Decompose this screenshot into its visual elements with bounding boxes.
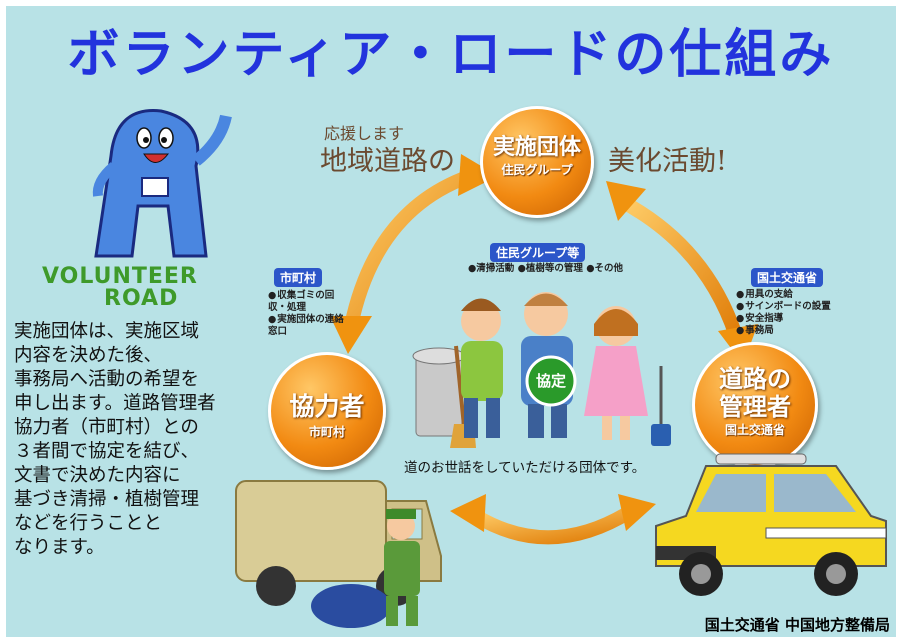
municipality-item: 実施団体の連絡窓口 xyxy=(268,314,348,338)
description-line: などを行うことと xyxy=(14,513,163,534)
caption: 道のお世話をしていただける団体です。 xyxy=(404,460,646,476)
residents-illustration xyxy=(412,292,671,448)
mlit-item: 用具の支給 xyxy=(736,289,831,301)
description-line: なります。 xyxy=(14,537,105,558)
arrowhead-top-left-a xyxy=(458,154,498,196)
activities-text: ●清掃活動 ●植樹等の管理 ●その他 xyxy=(468,263,623,274)
arrow-top-left xyxy=(344,167,479,328)
description-line: 文書で決めた内容に xyxy=(14,465,181,486)
agreement-label: 協定 xyxy=(535,372,566,390)
footer-credit: 国土交通省 中国地方整備局 xyxy=(704,616,890,634)
circle-cooperator-title: 協力者 xyxy=(289,392,365,421)
mlit-item: 事務局 xyxy=(736,325,831,337)
slogan-small: 応援します xyxy=(324,124,405,143)
arrow-top-right xyxy=(617,194,743,339)
description-line: ３者間で協定を結び、 xyxy=(14,441,200,462)
circle-road-manager-title2: 管理者 xyxy=(719,393,791,421)
page-title: ボランティア・ロードの仕組み xyxy=(67,25,835,85)
circle-cooperator-subtitle: 市町村 xyxy=(308,425,345,439)
description-line: 基づき清掃・植樹管理 xyxy=(14,489,200,510)
circle-implementing-group-title: 実施団体 xyxy=(492,135,581,160)
description: 実施団体は、実施区域 内容を決めた後、 事務局へ活動の希望を 申し出ます。道路管… xyxy=(14,320,264,560)
mascot-illustration xyxy=(92,109,232,258)
arrowhead-bottom-b xyxy=(618,494,656,531)
municipality-list: 収集ゴミの回収・処理 実施団体の連絡窓口 xyxy=(268,290,348,338)
description-line: 申し出ます。道路管理者 xyxy=(14,393,216,414)
mlit-item: サインボードの設置 xyxy=(736,301,831,313)
mlit-list: 用具の支給 サインボードの設置 安全指導 事務局 xyxy=(736,289,831,337)
circle-road-manager-title1: 道路の xyxy=(719,365,791,393)
arrowhead-bottom-a xyxy=(450,494,486,532)
circle-road-manager-subtitle: 国土交通省 xyxy=(724,423,785,437)
arrow-bottom xyxy=(472,505,635,545)
mlit-item: 安全指導 xyxy=(736,313,831,325)
patrol-car-illustration xyxy=(655,453,887,596)
arrowhead-top-right-a xyxy=(606,181,646,221)
logo-line1: VOLUNTEER xyxy=(42,264,198,289)
circle-cooperator: 協力者 市町村 xyxy=(268,352,386,470)
municipality-item: 収集ゴミの回収・処理 xyxy=(268,290,348,314)
description-line: 事務局へ活動の希望を xyxy=(14,369,200,390)
logo-line2: ROAD xyxy=(104,286,179,311)
slogan-right: 美化活動! xyxy=(608,146,727,177)
description-line: 実施団体は、実施区域 xyxy=(14,321,200,342)
circle-implementing-group: 実施団体 住民グループ xyxy=(480,106,594,218)
slogan-left: 地域道路の xyxy=(320,146,455,177)
tag-residents: 住民グループ等 xyxy=(490,243,586,262)
description-line: 協力者（市町村）との xyxy=(14,417,199,438)
agreement-badge xyxy=(525,355,577,407)
tag-municipality: 市町村 xyxy=(274,268,323,287)
diagram-stage: ボランティア・ロードの仕組み 応援します 地域道路の 美化活動! 実施団体 住民… xyxy=(6,6,896,637)
garbage-truck-illustration xyxy=(235,480,442,628)
circle-implementing-group-subtitle: 住民グループ xyxy=(501,163,573,177)
tag-mlit: 国土交通省 xyxy=(751,268,824,287)
description-line: 内容を決めた後、 xyxy=(14,345,163,366)
